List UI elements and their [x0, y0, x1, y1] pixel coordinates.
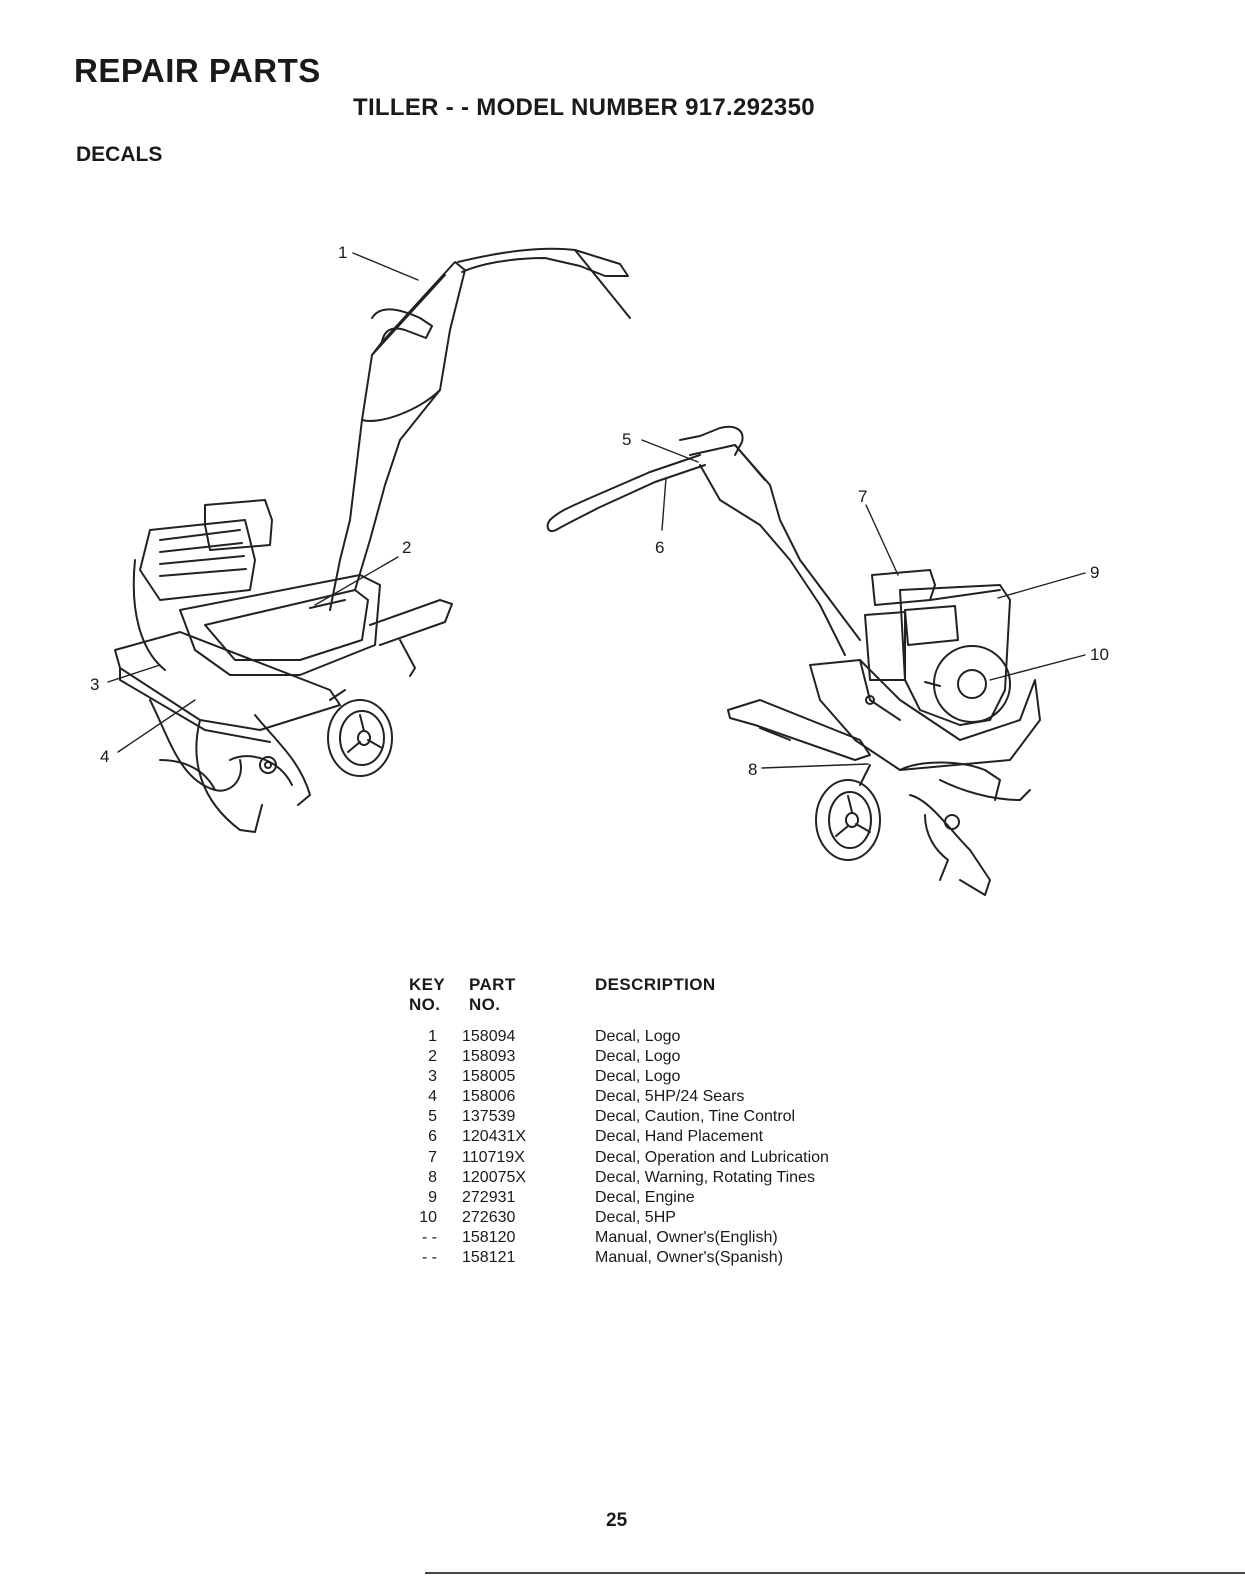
table-row: - - 158120 Manual, Owner's(English) [405, 1228, 925, 1248]
callout-7: 7 [858, 487, 867, 506]
table-row: 6 120431X Decal, Hand Placement [405, 1127, 925, 1147]
callout-2: 2 [402, 538, 411, 557]
part-no: 120431X [462, 1128, 527, 1146]
description: Decal, Engine [595, 1188, 695, 1206]
key-no: - - [421, 1249, 437, 1267]
description: Decal, Warning, Rotating Tines [595, 1168, 815, 1186]
table-row: 3 158005 Decal, Logo [405, 1067, 925, 1087]
callout-8: 8 [748, 760, 757, 779]
table-row: 5 137539 Decal, Caution, Tine Control [405, 1107, 925, 1127]
part-no: 158093 [462, 1048, 516, 1066]
part-no: 137539 [462, 1108, 516, 1126]
model-title: TILLER - - MODEL NUMBER 917.292350 [353, 94, 815, 121]
description: Decal, Logo [595, 1048, 681, 1066]
table-row: 1 158094 Decal, Logo [405, 1027, 925, 1047]
key-no: 1 [428, 1028, 437, 1045]
callout-leaders [107, 252, 1086, 769]
key-no: 3 [428, 1068, 437, 1086]
key-no: 5 [428, 1108, 437, 1126]
section-title: REPAIR PARTS [74, 52, 321, 89]
table-row: 8 120075X Decal, Warning, Rotating Tines [405, 1168, 925, 1188]
key-no: 4 [428, 1088, 437, 1106]
description: Decal, Hand Placement [595, 1128, 764, 1146]
table-row: 7 110719X Decal, Operation and Lubrication [405, 1148, 925, 1168]
part-no: 158005 [462, 1068, 516, 1086]
header-description: DESCRIPTION [595, 975, 716, 994]
key-no: 9 [428, 1188, 437, 1206]
description: Decal, Caution, Tine Control [595, 1108, 796, 1126]
key-no: 8 [428, 1168, 437, 1186]
callout-6: 6 [655, 538, 664, 557]
part-no: 158120 [462, 1228, 516, 1246]
description: Decal, Logo [595, 1028, 681, 1045]
part-no: 158006 [462, 1088, 516, 1106]
callout-4: 4 [100, 747, 109, 766]
callout-10: 10 [1090, 645, 1109, 664]
part-no: 272630 [462, 1208, 516, 1226]
decals-subtitle: DECALS [76, 143, 163, 166]
part-no: 110719X [462, 1148, 525, 1166]
right-tiller-illustration [546, 425, 1041, 896]
table-row: 4 158006 Decal, 5HP/24 Sears [405, 1087, 925, 1107]
description: Decal, 5HP [595, 1208, 676, 1226]
description: Manual, Owner's(Spanish) [595, 1249, 784, 1267]
header-part-line1: PART [469, 975, 516, 994]
table-row: 10 272630 Decal, 5HP [405, 1208, 925, 1228]
part-no: 158094 [462, 1028, 516, 1045]
description: Decal, Operation and Lubrication [595, 1148, 829, 1166]
description: Decal, 5HP/24 Sears [595, 1088, 745, 1106]
page-number: 25 [606, 1510, 628, 1531]
part-no: 158121 [462, 1249, 516, 1267]
left-tiller-illustration [114, 247, 631, 833]
table-row: - - 158121 Manual, Owner's(Spanish) [405, 1248, 925, 1268]
key-no: 2 [428, 1048, 437, 1066]
header-key-line2: NO. [409, 995, 441, 1014]
callout-5: 5 [622, 430, 631, 449]
callout-1: 1 [338, 243, 347, 262]
header-part-line2: NO. [469, 995, 501, 1014]
callout-9: 9 [1090, 563, 1099, 582]
part-no: 120075X [462, 1168, 527, 1186]
table-row: 9 272931 Decal, Engine [405, 1188, 925, 1208]
key-no: 7 [428, 1148, 437, 1166]
bottom-rule [425, 1572, 1245, 1574]
part-no: 272931 [462, 1188, 516, 1206]
table-row: 2 158093 Decal, Logo [405, 1047, 925, 1067]
key-no: 10 [419, 1208, 437, 1226]
key-no: - - [421, 1228, 437, 1246]
key-no: 6 [428, 1128, 437, 1146]
description: Decal, Logo [595, 1068, 681, 1086]
description: Manual, Owner's(English) [595, 1228, 778, 1246]
callout-3: 3 [90, 675, 99, 694]
header-key-line1: KEY [409, 975, 446, 994]
table-header: KEY NO. PART NO. DESCRIPTION [405, 975, 925, 1019]
